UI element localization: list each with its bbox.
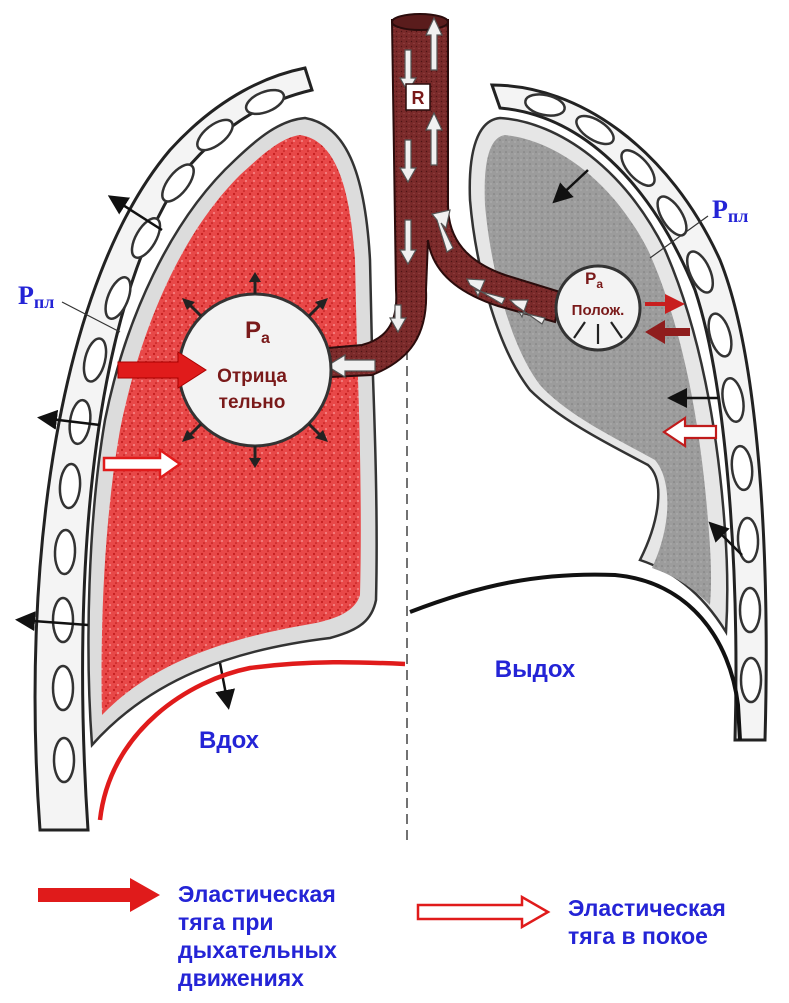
alveolar-negative-line1: Отрица [217,366,287,387]
legend-solid-line2: тяга при [178,908,337,936]
legend-solid-arrow-icon [38,878,160,912]
pleural-pressure-right-label: Р [712,195,728,224]
legend-hollow-arrow-text: Эластическая тяга в покое [568,894,726,950]
pleural-pressure-left-subscript: пл [34,292,54,312]
exhale-label: Выдох [495,656,576,683]
right-alveolus: Рa Полож. [556,266,640,350]
legend-solid-line1: Эластическая [178,880,337,908]
legend-solid-arrow-text: Эластическая тяга при дыхательных движен… [178,880,337,992]
right-lung-exhale [470,118,728,632]
alveolar-pressure-left-label: Р [245,317,261,344]
airway-resistance-label: R [412,88,425,108]
alveolar-pressure-right-subscript: a [596,277,603,291]
alveolar-pressure-right-label: Р [585,269,596,288]
alveolar-pressure-left-subscript: a [261,330,270,347]
svg-text:Рпл: Рпл [18,281,54,312]
legend-hollow-line2: тяга в покое [568,922,726,950]
pleural-pressure-right-subscript: пл [728,206,748,226]
legend-hollow-line1: Эластическая [568,894,726,922]
pleural-pressure-left-label: Р [18,281,34,310]
legend-hollow-arrow-icon [418,897,548,927]
legend-solid-line3: дыхательных [178,936,337,964]
alveolar-positive-label: Полож. [572,302,625,319]
alveolar-negative-line2: тельно [219,392,286,413]
legend-solid-line4: движениях [178,964,337,992]
svg-text:Рпл: Рпл [712,195,748,226]
inhale-label: Вдох [199,727,260,754]
